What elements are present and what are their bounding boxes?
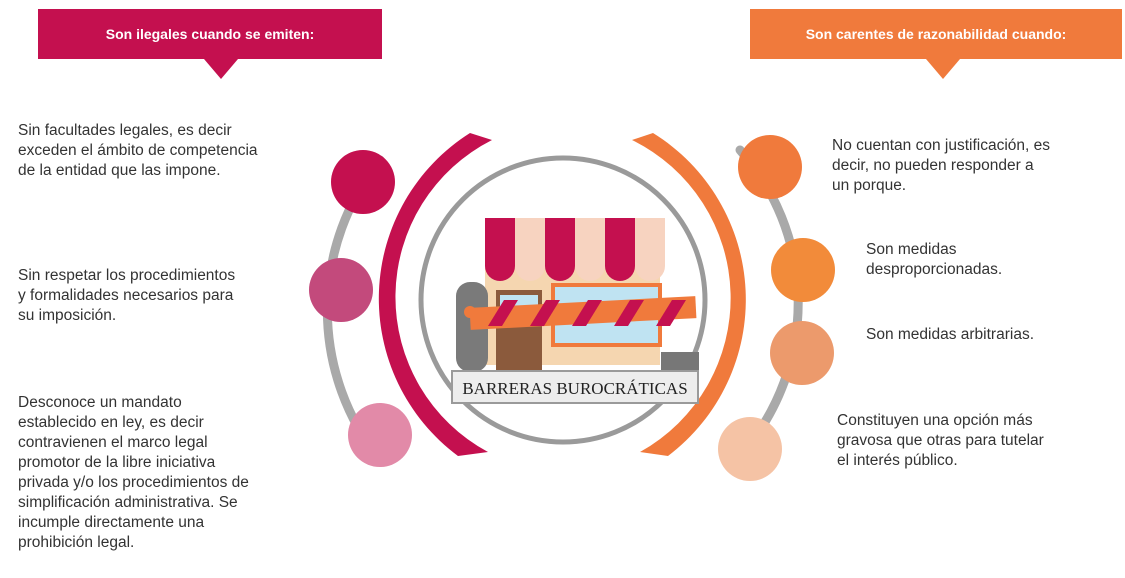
center-label: BARRERAS BUROCRÁTICAS [462,379,687,398]
right-orange-arc [632,133,746,456]
right-item-1: No cuentan con justificación, es decir, … [832,137,1050,194]
right-item-2: Son medidas desproporcionadas. [866,241,1003,278]
left-item-1: Sin facultades legales, es decir exceden… [18,122,258,179]
left-item-3: Desconoce un mandato establecido en ley,… [18,394,249,551]
right-node-3 [770,321,834,385]
left-heading-pointer [204,59,238,79]
left-heading-text: Son ilegales cuando se emiten: [105,26,315,42]
storefront-illustration [451,218,699,404]
right-item-4: Constituyen una opción más gravosa que o… [837,412,1044,469]
right-node-4 [718,417,782,481]
right-item-3: Son medidas arbitrarias. [866,326,1034,343]
left-heading-banner: Son ilegales cuando se emiten: [38,9,382,59]
right-node-2 [771,238,835,302]
left-magenta-arc [378,133,492,456]
right-heading-banner: Son carentes de razonabilidad cuando: [750,9,1122,59]
left-node-1 [331,150,395,214]
right-node-1 [738,135,802,199]
right-heading-pointer [926,59,960,79]
left-item-2: Sin respetar los procedimientos y formal… [18,267,236,324]
right-heading-text: Son carentes de razonabilidad cuando: [805,26,1067,42]
left-node-3 [348,403,412,467]
left-node-2 [309,258,373,322]
